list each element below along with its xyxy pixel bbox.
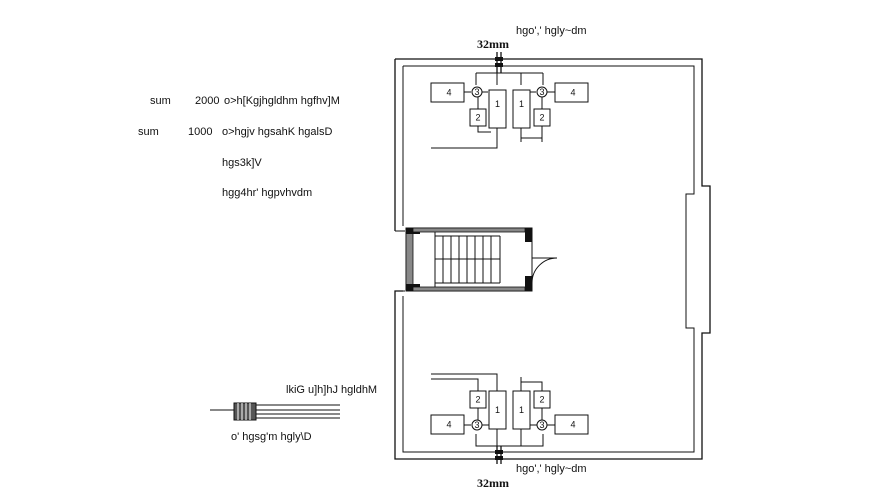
svg-text:2: 2 bbox=[539, 395, 544, 405]
top-units: hgo',' hgly~dm 32mm 4 3 1 2 1 3 4 2 bbox=[430, 25, 589, 149]
bottom-label: hgo',' hgly~dm bbox=[516, 463, 587, 475]
svg-text:4: 4 bbox=[570, 420, 575, 430]
top-size: 32mm bbox=[477, 37, 509, 51]
unit-1-right-top bbox=[512, 89, 531, 129]
cable-caption: o' hgsg'm hgly\D bbox=[231, 431, 312, 443]
stair-core bbox=[405, 227, 558, 292]
unit-1-left-top bbox=[488, 89, 507, 129]
legend-row2-text: o>hgjv hgsahK hgalsD bbox=[222, 126, 332, 138]
cable-title: lkiG u]h]hJ hgldhM bbox=[286, 384, 377, 396]
svg-text:2: 2 bbox=[539, 113, 544, 123]
legend: sum 2000 o>h[Kgjhgldhm hgfhv]M sum 1000 … bbox=[138, 95, 340, 199]
top-label: hgo',' hgly~dm bbox=[516, 25, 587, 37]
legend-row4-text: hgg4hr' hgpvhvdm bbox=[222, 187, 312, 199]
svg-text:1: 1 bbox=[519, 405, 524, 415]
legend-row3-text: hgs3k]V bbox=[222, 157, 262, 169]
svg-text:4: 4 bbox=[446, 420, 451, 430]
legend-row1-prefix: sum bbox=[150, 95, 171, 107]
svg-text:1: 1 bbox=[495, 99, 500, 109]
svg-text:2: 2 bbox=[475, 113, 480, 123]
unit-4-right-top bbox=[554, 82, 589, 103]
svg-text:3: 3 bbox=[539, 87, 544, 97]
legend-row2-prefix: sum bbox=[138, 126, 159, 138]
legend-row2-value: 1000 bbox=[188, 126, 212, 138]
svg-text:4: 4 bbox=[446, 88, 451, 98]
core-wall-left bbox=[405, 227, 414, 292]
legend-row1-value: 2000 bbox=[195, 95, 219, 107]
svg-text:3: 3 bbox=[474, 87, 479, 97]
svg-text:1: 1 bbox=[495, 405, 500, 415]
svg-text:2: 2 bbox=[475, 395, 480, 405]
svg-text:3: 3 bbox=[474, 420, 479, 430]
cable-symbol: lkiG u]h]hJ hgldhM o' hgsg'm hgly\D bbox=[210, 384, 377, 443]
cable-bundle-icon bbox=[233, 402, 257, 421]
unit-4-right-bottom bbox=[554, 414, 589, 435]
bottom-units: 2 1 4 3 1 2 3 4 hgo',' hgly~dm 32mm bbox=[430, 373, 589, 490]
bottom-size: 32mm bbox=[477, 476, 509, 490]
floor-plan bbox=[394, 58, 711, 460]
svg-text:4: 4 bbox=[570, 88, 575, 98]
stair-treads bbox=[435, 235, 501, 284]
svg-text:1: 1 bbox=[519, 99, 524, 109]
door-swing-icon bbox=[531, 257, 558, 284]
legend-row1-text: o>h[Kgjhgldhm hgfhv]M bbox=[224, 95, 340, 107]
svg-text:3: 3 bbox=[539, 420, 544, 430]
